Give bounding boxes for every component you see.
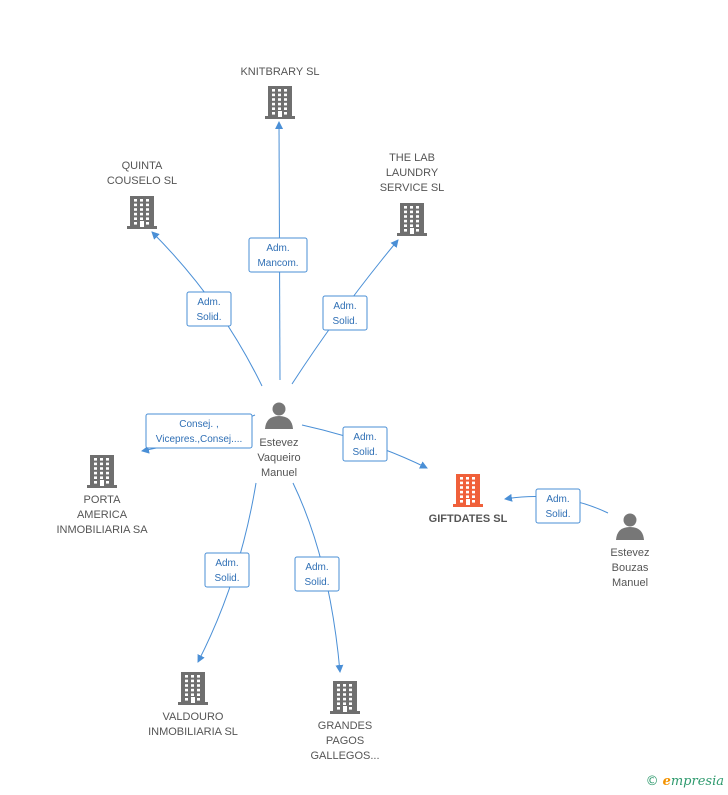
company-node-quinta[interactable]: QUINTA COUSELO SL	[107, 160, 177, 229]
edge-grandes[interactable]: Adm. Solid.	[292, 482, 344, 673]
node-label: Manuel	[612, 577, 648, 589]
relation-label-text: Solid.	[304, 577, 329, 588]
relation-label-text: Vicepres.,Consej....	[156, 434, 243, 445]
company-node-thelab[interactable]: THE LAB LAUNDRY SERVICE SL	[380, 152, 445, 236]
node-label: AMERICA	[77, 509, 128, 521]
relation-label-box[interactable]: Adm. Solid.	[204, 552, 250, 588]
edge-knitbrary[interactable]: Adm. Mancom.	[248, 121, 308, 381]
node-label: QUINTA	[122, 160, 163, 172]
relation-label-box[interactable]: Adm. Solid.	[294, 556, 340, 592]
company-node-porta[interactable]: PORTA AMERICA INMOBILIARIA SA	[56, 455, 148, 536]
company-node-grandes[interactable]: GRANDES PAGOS GALLEGOS...	[310, 681, 380, 762]
building-icon	[127, 196, 157, 229]
relation-label-text: Adm.	[546, 494, 569, 505]
node-label: Manuel	[261, 467, 297, 479]
relation-label-text: Adm.	[266, 243, 289, 254]
edge-valdouro[interactable]: Adm. Solid.	[197, 482, 257, 663]
node-label: PORTA	[84, 494, 122, 506]
node-label: GRANDES	[318, 720, 372, 732]
relation-label-text: Adm.	[215, 558, 238, 569]
edge-quinta[interactable]: Adm. Solid.	[151, 231, 263, 387]
building-icon	[453, 474, 483, 507]
node-label: PAGOS	[326, 735, 364, 747]
relation-label-box[interactable]: Adm. Solid.	[322, 295, 368, 331]
node-label: GIFTDATES SL	[429, 513, 508, 525]
relation-label-text: Adm.	[197, 297, 220, 308]
relation-label-box[interactable]: Consej. , Vicepres.,Consej....	[145, 413, 253, 449]
edge-thelab[interactable]: Adm. Solid.	[291, 239, 399, 385]
building-icon	[178, 672, 208, 705]
brand-initial: e	[662, 774, 671, 789]
relation-label-text: Solid.	[545, 509, 570, 520]
relation-label-box[interactable]: Adm. Solid.	[535, 488, 581, 524]
relation-label-box[interactable]: Adm. Mancom.	[248, 237, 308, 273]
node-label: INMOBILIARIA SL	[148, 726, 238, 738]
node-label: THE LAB	[389, 152, 435, 164]
relation-label-text: Mancom.	[257, 258, 298, 269]
relation-label-text: Adm.	[333, 301, 356, 312]
node-label: Vaqueiro	[257, 452, 300, 464]
relation-label-box[interactable]: Adm. Solid.	[342, 426, 388, 462]
building-icon	[330, 681, 360, 714]
company-node-valdouro[interactable]: VALDOURO INMOBILIARIA SL	[148, 672, 238, 738]
person-icon	[265, 402, 293, 429]
relation-label-text: Solid.	[196, 312, 221, 323]
edge-giftdates[interactable]: Adm. Solid.	[301, 424, 428, 469]
relation-label-box[interactable]: Adm. Solid.	[186, 291, 232, 327]
node-label: Estevez	[610, 547, 649, 559]
copyright-icon: ©	[645, 774, 659, 789]
node-label: Estevez	[259, 437, 298, 449]
edge-ebm[interactable]: Adm. Solid.	[504, 488, 609, 524]
building-icon	[87, 455, 117, 488]
node-label: Bouzas	[612, 562, 649, 574]
person-icon	[616, 513, 644, 540]
relation-label-text: Consej. ,	[179, 419, 218, 430]
relation-label-text: Adm.	[305, 562, 328, 573]
relation-label-text: Solid.	[352, 447, 377, 458]
building-icon	[265, 86, 295, 119]
edge-porta[interactable]: Consej. , Vicepres.,Consej....	[141, 413, 256, 454]
node-label: SERVICE SL	[380, 182, 445, 194]
relation-label-text: Adm.	[353, 432, 376, 443]
node-label: INMOBILIARIA SA	[56, 524, 148, 536]
company-node-giftdates[interactable]: GIFTDATES SL	[429, 474, 508, 525]
brand-name: mpresia	[670, 774, 724, 789]
node-label: KNITBRARY SL	[240, 66, 319, 78]
node-label: VALDOURO	[163, 711, 224, 723]
empresia-watermark[interactable]: ©empresia	[646, 774, 724, 789]
node-label: LAUNDRY	[386, 167, 439, 179]
relation-label-text: Solid.	[214, 573, 239, 584]
relation-label-text: Solid.	[332, 316, 357, 327]
building-icon	[397, 203, 427, 236]
node-label: COUSELO SL	[107, 175, 177, 187]
node-label: GALLEGOS...	[310, 750, 379, 762]
company-node-knitbrary[interactable]: KNITBRARY SL	[240, 66, 320, 119]
